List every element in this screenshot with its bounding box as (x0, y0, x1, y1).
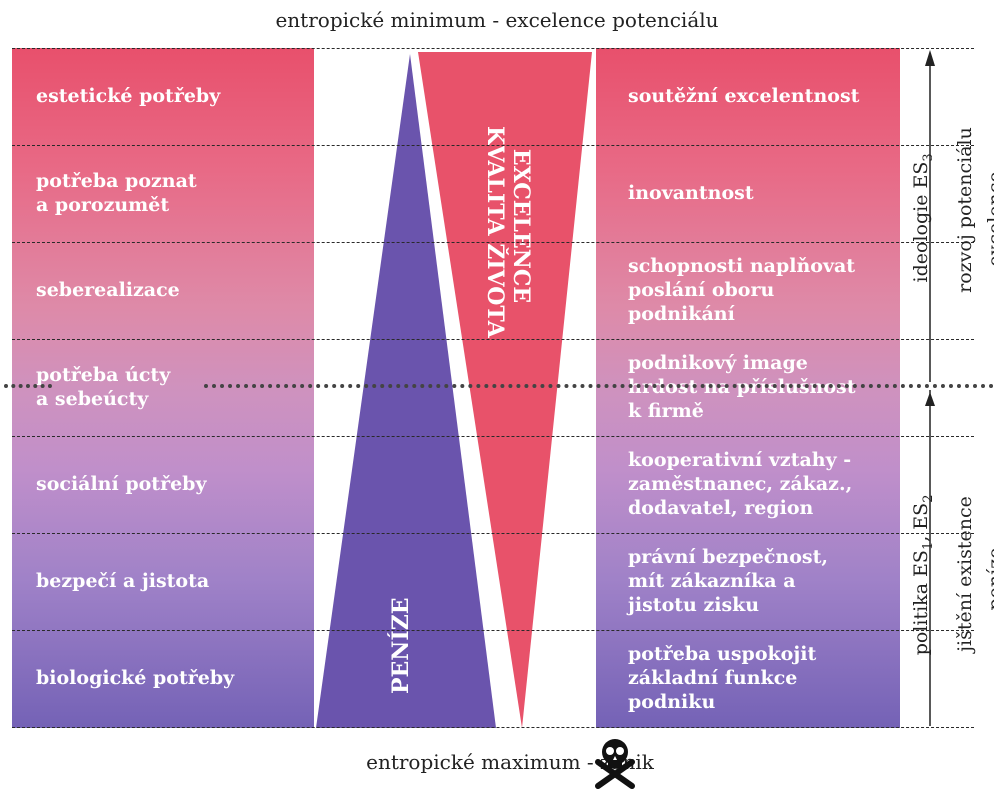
need-biological: biologické potřeby (36, 667, 235, 689)
label-politika: politika ES1, ES2 (910, 494, 936, 656)
separator-line (12, 727, 974, 728)
company-basic-functions: potřeba uspokojit základní funkce podnik… (628, 643, 817, 713)
company-innovation: inovantnost (628, 182, 754, 204)
need-safety: bezpečí a jistota (36, 570, 210, 592)
company-mission: schopnosti naplňovat poslání oboru podni… (628, 255, 856, 325)
label-jisteni: jištění existence (954, 496, 976, 652)
label-penize-side: peníze (984, 547, 994, 611)
need-social: sociální potřeby (36, 473, 207, 495)
company-security: právní bezpečnost, mít zákazníka a jisto… (628, 546, 828, 616)
human-needs-column: estetické potřeby potřeba poznat a poroz… (12, 48, 314, 728)
label-rozvoj: rozvoj potenciálu (954, 127, 976, 293)
company-needs-column: soutěžní excelentnost inovantnost schopn… (596, 48, 900, 728)
need-aesthetic: estetické potřeby (36, 85, 221, 107)
arrow-mid-icon (925, 392, 935, 406)
need-esteem: potřeba úcty a sebeúcty (36, 364, 171, 410)
label-ideologie: ideologie ES3 (910, 153, 936, 283)
separator-line (12, 533, 974, 534)
separator-line (12, 630, 974, 631)
arrow-up-icon (925, 50, 935, 66)
top-caption: entropické minimum - excelence potenciál… (275, 8, 719, 32)
need-knowledge: potřeba poznat a porozumět (36, 170, 197, 216)
company-cooperation: kooperativní vztahy - zaměstnanec, zákaz… (628, 449, 853, 519)
skull-crossbones-icon (595, 739, 635, 789)
midline-dotted-left (4, 384, 52, 388)
separator-line (12, 145, 974, 146)
excelence-triangle (418, 52, 592, 728)
separator-line (12, 436, 974, 437)
penize-triangle (316, 54, 496, 728)
label-excelence: excelence (984, 171, 994, 267)
separator-line (12, 339, 974, 340)
midline-dotted-right (204, 384, 994, 388)
separator-line (12, 242, 974, 243)
company-excellence: soutěžní excelentnost (628, 85, 860, 107)
need-self-realization: seberealizace (36, 279, 180, 301)
bottom-caption: entropické maximum - zánik (230, 750, 790, 774)
separator-line (12, 48, 974, 49)
